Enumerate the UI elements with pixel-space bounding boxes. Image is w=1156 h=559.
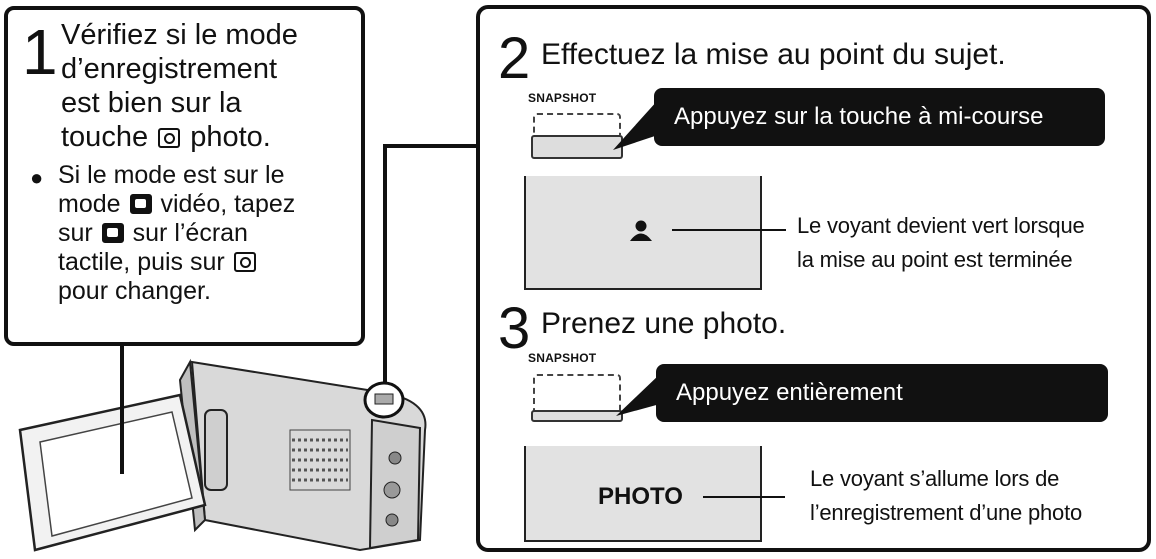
step3-number: 3 xyxy=(498,296,531,361)
step1-instruction: Vérifiez si le mode d’enregistrement est… xyxy=(61,19,298,153)
snapshot-button-fully-pressed xyxy=(531,410,623,422)
snapshot-button-half-pressed xyxy=(531,135,623,159)
annotation-line xyxy=(703,496,785,498)
step3-title: Prenez une photo. xyxy=(541,307,787,340)
snapshot-button-outline xyxy=(533,113,621,135)
annotation-line xyxy=(672,229,786,231)
step2-title: Effectuez la mise au point du sujet. xyxy=(541,38,1006,71)
step1-number: 1 xyxy=(22,16,58,88)
snapshot-label: SNAPSHOT xyxy=(528,351,597,365)
step2-callout: Appuyez sur la touche à mi-course xyxy=(654,88,1105,146)
photo-indicator-label: PHOTO xyxy=(598,483,683,510)
video-mode-icon xyxy=(101,223,124,243)
step3-callout: Appuyez entièrement xyxy=(656,364,1108,422)
connector-line xyxy=(383,144,478,148)
snapshot-label: SNAPSHOT xyxy=(528,91,597,105)
connector-line xyxy=(120,346,124,474)
step2-number: 2 xyxy=(498,26,531,91)
connector-line xyxy=(383,144,387,384)
video-mode-icon xyxy=(129,194,152,214)
camcorder-illustration xyxy=(18,358,427,552)
step3-indicator-note: Le voyant s’allume lors de l’enregistrem… xyxy=(810,466,1083,525)
step2-indicator-note: Le voyant devient vert lorsque la mise a… xyxy=(797,213,1085,272)
step1-box xyxy=(4,6,365,346)
camera-mode-icon xyxy=(158,128,181,148)
bullet-point: ● xyxy=(30,165,44,190)
snapshot-button-outline xyxy=(533,374,621,412)
callout-pointer xyxy=(616,374,660,416)
camera-mode-icon xyxy=(233,252,256,272)
step1-note: Si le mode est sur le mode vidéo, tapez … xyxy=(58,161,296,305)
person-focus-icon xyxy=(630,220,652,241)
callout-pointer xyxy=(613,100,658,150)
lcd-screen-photo xyxy=(524,446,762,542)
lcd-screen-focus xyxy=(524,176,762,290)
